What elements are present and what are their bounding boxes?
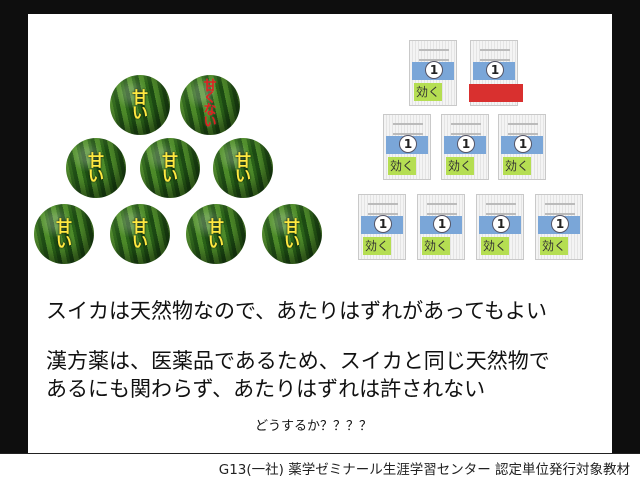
packet-number: 1 [433,215,451,233]
packet-defect-bar [469,84,523,102]
question-text: どうするか？？？？ [255,419,373,434]
body-text-line-3: あるにも関わらず、あたりはずれは許されない [46,377,486,401]
medicine-packet: 1 効く [535,194,583,260]
medicine-packet: 1 効く [498,114,546,180]
watermelon-sweet: 甘い [140,138,200,198]
packet-number: 1 [514,135,532,153]
melon-label: 甘い [234,151,251,185]
packet-label-lines [486,203,516,215]
melon-label: 甘くない [203,79,217,130]
packet-label-lines [368,203,398,215]
packet-number: 1 [486,61,504,79]
packet-effect-label: 効く [422,237,450,255]
melon-label: 甘い [283,217,300,251]
packet-label-lines [419,49,449,61]
medicine-packet: 1 効く [409,40,457,106]
packet-label-lines [427,203,457,215]
packet-effect-label: 効く [388,157,416,175]
melon-label: 甘い [207,217,224,251]
watermelon-sweet: 甘い [110,204,170,264]
packet-label-lines [451,123,481,135]
melon-label: 甘い [131,217,148,251]
watermelon-sweet: 甘い [110,75,170,135]
footer-credit: G13(一社) 薬学ゼミナール生涯学習センター 認定単位発行対象教材 [218,462,630,478]
packet-number: 1 [374,215,392,233]
melon-label: 甘い [87,151,104,185]
watermelon-not-sweet: 甘くない [180,75,240,135]
body-text-line-2: 漢方薬は、医薬品であるため、スイカと同じ天然物で [46,349,550,373]
packet-effect-label: 効く [414,83,442,101]
melon-label: 甘い [131,88,148,122]
packet-effect-label: 効く [481,237,509,255]
medicine-packet: 1 効く [358,194,406,260]
medicine-packet: 1 効く [441,114,489,180]
packet-effect-label: 効く [540,237,568,255]
melon-label: 甘い [55,217,72,251]
packet-number: 1 [425,61,443,79]
melon-label: 甘い [161,151,178,185]
packet-number: 1 [492,215,510,233]
body-text-line-1: スイカは天然物なので、あたりはずれがあってもよい [46,299,548,323]
packet-number: 1 [399,135,417,153]
watermelon-sweet: 甘い [34,204,94,264]
medicine-packet: 1 効く [383,114,431,180]
medicine-packet: 1 効く [476,194,524,260]
packet-effect-label: 効く [446,157,474,175]
watermelon-sweet: 甘い [213,138,273,198]
medicine-packet-defective: 1 [469,40,523,106]
packet-effect-label: 効く [503,157,531,175]
packet-number: 1 [551,215,569,233]
watermelon-sweet: 甘い [186,204,246,264]
packet-number: 1 [457,135,475,153]
packet-label-lines [480,49,510,61]
packet-label-lines [508,123,538,135]
packet-label-lines [393,123,423,135]
packet-label-lines [545,203,575,215]
watermelon-sweet: 甘い [262,204,322,264]
footer-bar: G13(一社) 薬学ゼミナール生涯学習センター 認定単位発行対象教材 [0,453,640,481]
packet-effect-label: 効く [363,237,391,255]
watermelon-sweet: 甘い [66,138,126,198]
medicine-packet: 1 効く [417,194,465,260]
